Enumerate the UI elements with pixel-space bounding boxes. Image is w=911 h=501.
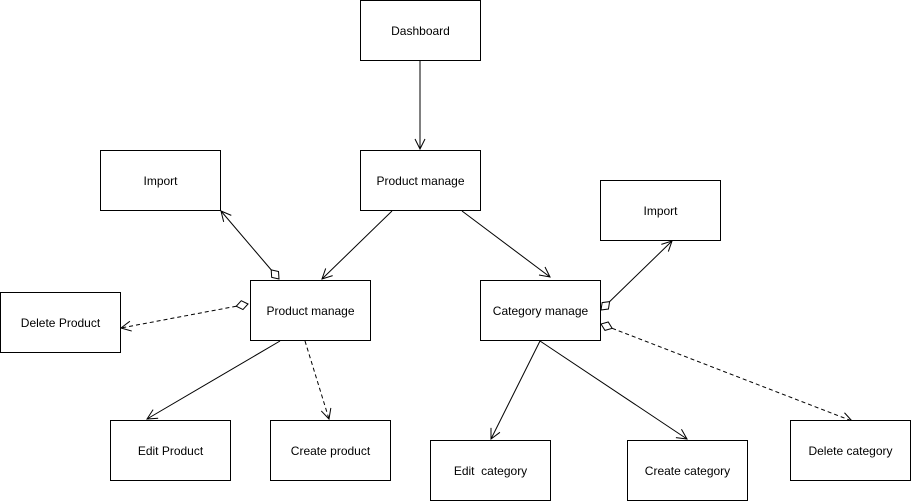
aggregation-diamond [235, 300, 249, 311]
edge-product-manage-mid-to-delete-product [119, 300, 249, 332]
node-import-right: Import [600, 180, 721, 241]
node-delete-category: Delete category [790, 420, 911, 481]
arrowhead [661, 240, 673, 252]
connector-line [220, 210, 272, 271]
connector-line [609, 240, 673, 302]
connector-line [146, 340, 281, 420]
arrowhead [675, 429, 688, 440]
edge-product-manage-top-to-product-manage-mid [321, 210, 393, 280]
arrowhead [538, 266, 551, 278]
edge-category-manage-to-import-right [600, 240, 673, 311]
connector-line [490, 340, 541, 440]
edge-category-manage-to-create-category [539, 340, 688, 440]
node-create-category: Create category [627, 440, 748, 501]
edge-category-manage-to-edit-category [490, 340, 541, 440]
arrowhead [490, 427, 501, 440]
arrowhead [220, 210, 232, 222]
aggregation-diamond [270, 269, 280, 280]
node-edit-category: Edit category [430, 440, 551, 501]
aggregation-diamond [600, 321, 613, 331]
node-category-manage: Category manage [480, 280, 601, 341]
edge-dashboard-to-product-manage-top [414, 61, 426, 151]
connector-line [461, 210, 551, 278]
connector-line [321, 210, 393, 280]
connector-line [304, 340, 330, 420]
arrowhead [119, 320, 132, 332]
node-dashboard: Dashboard [360, 0, 481, 61]
arrowhead [320, 407, 332, 421]
node-create-product: Create product [270, 420, 391, 481]
node-product-manage-top: Product manage [360, 150, 481, 211]
edge-product-manage-mid-to-edit-product [146, 340, 281, 420]
node-edit-product: Edit Product [110, 420, 231, 481]
node-product-manage-mid: Product manage [250, 280, 371, 341]
node-delete-product: Delete Product [0, 292, 121, 353]
arrowhead [414, 138, 426, 151]
node-import-left: Import [100, 150, 221, 211]
connector-line [120, 305, 237, 329]
edge-product-manage-top-to-category-manage [461, 210, 551, 278]
edge-product-manage-mid-to-import-left [220, 210, 280, 280]
arrowhead [146, 409, 159, 420]
connector-line [539, 340, 688, 440]
connector-line [612, 327, 853, 422]
edge-product-manage-mid-to-create-product [304, 340, 332, 421]
aggregation-diamond [600, 301, 611, 311]
arrowhead [321, 268, 333, 280]
